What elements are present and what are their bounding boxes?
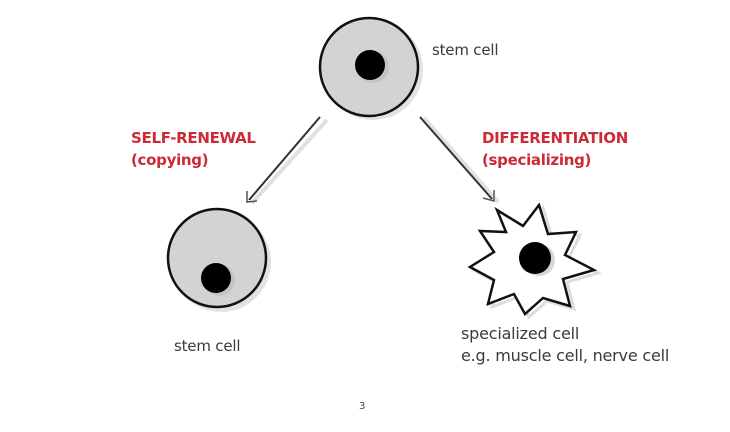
differentiation-subtitle: (specializing) <box>482 151 592 169</box>
self-renewal-title: SELF-RENEWAL <box>131 129 256 147</box>
bottom-stem-cell <box>166 207 271 312</box>
top-cell-label: stem cell <box>432 41 499 59</box>
specialized-cell-examples: e.g. muscle cell, nerve cell <box>461 346 670 365</box>
cell-nucleus <box>201 263 231 293</box>
specialized-cell-label: specialized cell <box>461 324 580 343</box>
specialized-cell <box>467 202 603 320</box>
self-renewal-arrow <box>246 116 329 205</box>
cell-nucleus <box>519 242 551 274</box>
cell-membrane <box>166 207 268 309</box>
top-stem-cell <box>318 16 423 120</box>
cell-nucleus <box>355 50 385 80</box>
differentiation-title: DIFFERENTIATION <box>482 129 628 147</box>
page-number: 3 <box>359 401 366 412</box>
differentiation-arrow <box>419 116 500 204</box>
bottom-left-cell-label: stem cell <box>174 337 241 355</box>
self-renewal-subtitle: (copying) <box>131 151 209 169</box>
